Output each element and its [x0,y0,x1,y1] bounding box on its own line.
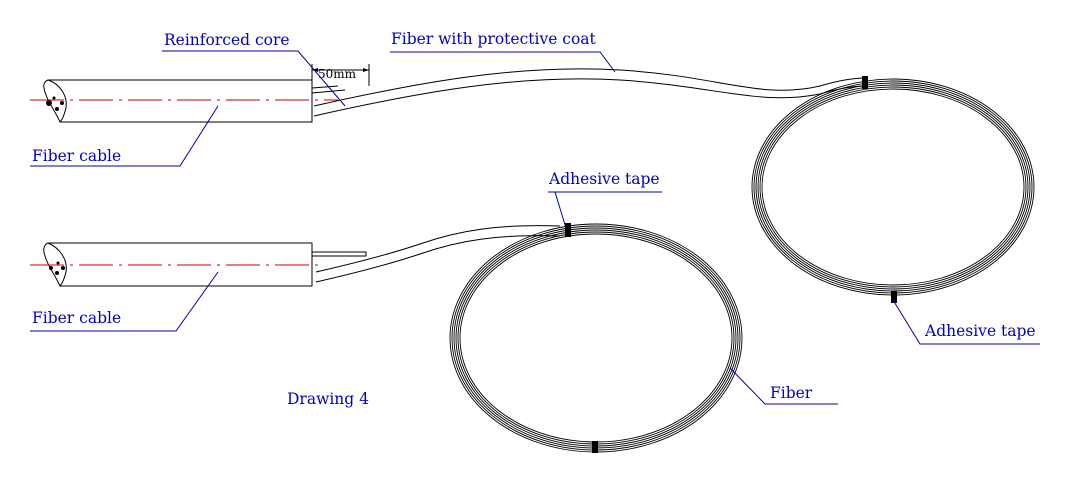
leader-fiber [729,367,838,405]
leader-fiber-with-coat [390,51,616,73]
leader-lines [30,50,1040,405]
label-adhesive-tape-top: Adhesive tape [548,170,660,188]
bottom-cable-assembly [30,223,743,453]
label-dimension: 50mm [318,67,357,81]
bottom-tape-on-coil-top [565,223,571,237]
bottom-fiber-coil [449,223,743,453]
label-fiber-with-coat: Fiber with protective coat [391,30,597,48]
leader-adhesive-tape-top [548,191,662,229]
label-fiber: Fiber [770,384,813,402]
bottom-fiber-dots [49,261,65,275]
bottom-coated-fiber-lower [315,235,561,283]
top-reinforced-core [311,85,346,94]
label-drawing-title: Drawing 4 [287,390,369,408]
top-cable-assembly [30,64,1035,303]
leader-fiber-cable-bottom [30,271,219,332]
dimension-arrow-right [363,68,369,72]
bottom-tape-on-coil-bottom [592,441,598,453]
label-reinforced-core: Reinforced core [164,31,290,49]
top-cable-body [43,79,313,123]
label-fiber-cable-bottom: Fiber cable [32,309,121,327]
top-tape-on-coil-top [862,76,868,89]
top-fiber-dots [46,96,64,111]
dimension-arrow-left [312,68,318,72]
top-tape-on-coil-bottom [891,291,897,303]
bottom-coated-fiber-upper [315,225,561,273]
leader-fiber-cable-top [30,105,219,167]
bottom-cable-cut-end [47,242,67,287]
top-coated-fiber-upper [313,68,867,107]
leader-adhesive-tape-right [892,299,1040,345]
top-right-fiber-coil [751,78,1035,296]
top-coated-fiber-lower [313,78,867,117]
bottom-reinforced-core [312,251,367,257]
label-adhesive-tape-right: Adhesive tape [924,322,1036,340]
label-fiber-cable-top: Fiber cable [32,147,121,165]
top-cable-cut-end [47,79,67,123]
leader-reinforced-core [162,50,346,107]
